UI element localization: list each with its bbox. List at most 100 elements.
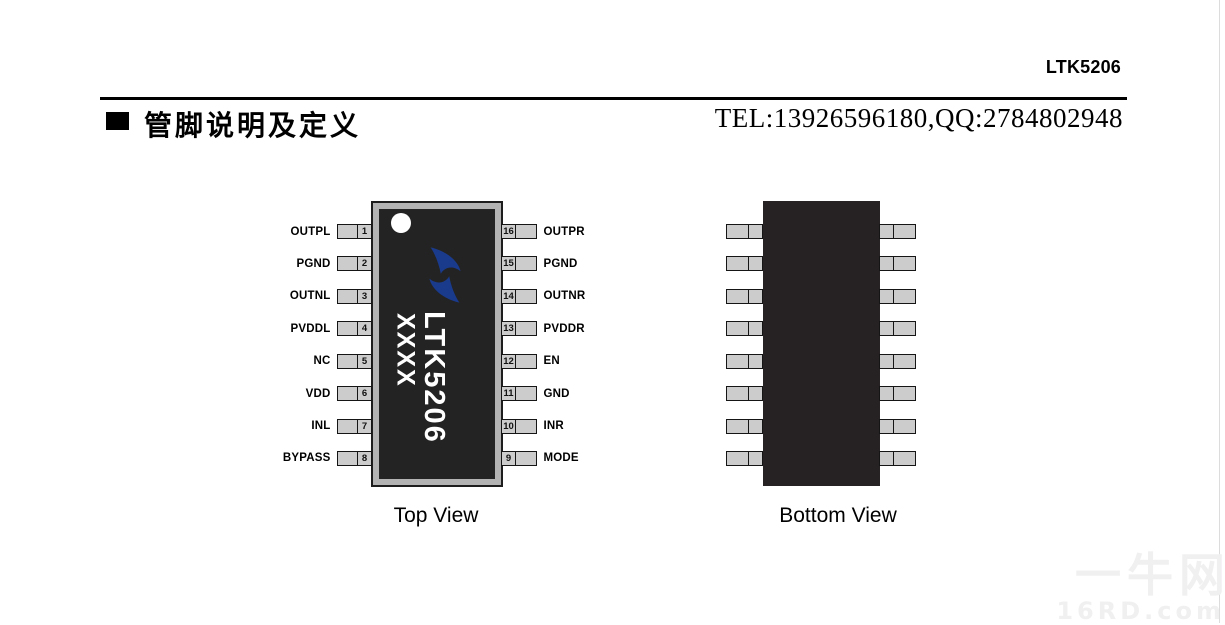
pin-pad — [747, 256, 763, 272]
pin-pad — [747, 353, 763, 369]
pin-row — [726, 224, 764, 239]
pin-row — [726, 450, 764, 466]
pin-pad — [747, 288, 763, 304]
pin-pad — [747, 386, 763, 402]
section-bullet-icon — [106, 112, 129, 130]
pin-label: OUTPL — [290, 225, 331, 238]
watermark: 一牛网 16RD.com — [1056, 552, 1225, 623]
pin-row: 13 PVDDR — [501, 321, 661, 337]
pin-label: PVDDR — [543, 322, 585, 335]
top-view-package: LTK5206 XXXX — [371, 201, 503, 487]
pin-lead — [726, 418, 749, 434]
pin-lead — [514, 353, 537, 369]
pin-lead — [892, 353, 916, 369]
pin-lead — [336, 321, 359, 337]
pin-label: VDD — [305, 387, 331, 400]
chip-marking: LTK5206 XXXX — [391, 311, 450, 444]
pin-number: 13 — [501, 321, 516, 337]
pin-lead — [514, 224, 537, 239]
pin-label: PVDDL — [290, 322, 331, 335]
pin-lead — [726, 256, 749, 272]
pin-lead — [726, 321, 749, 337]
pin-number: 4 — [357, 321, 372, 337]
pin-row — [726, 353, 764, 369]
pin-pad — [747, 224, 763, 239]
bottom-view-caption: Bottom View — [779, 504, 897, 527]
pin-lead — [336, 224, 359, 239]
chip-marking-lot-code: XXXX — [391, 313, 420, 388]
pin-number: 7 — [357, 418, 372, 434]
pin-label: OUTNL — [289, 290, 331, 303]
pin-row — [879, 418, 918, 434]
pin-number: 1 — [357, 224, 372, 239]
pin-pad — [747, 450, 763, 466]
pin-lead — [892, 288, 916, 304]
header-rule — [100, 97, 1127, 100]
pin-pad — [747, 418, 763, 434]
page-edge-line — [1219, 0, 1220, 623]
pin-number: 5 — [357, 353, 372, 369]
pin-lead — [514, 450, 537, 466]
brand-logo-icon — [429, 247, 461, 303]
pin-row — [726, 386, 764, 402]
pin-label: EN — [543, 355, 560, 368]
pin-label: OUTNR — [543, 290, 586, 303]
pin-lead — [336, 386, 359, 402]
pin-label: INL — [311, 420, 331, 433]
pin-label: PGND — [296, 257, 331, 270]
contact-info: TEL:13926596180,QQ:2784802948 — [714, 103, 1123, 133]
chip-body: LTK5206 XXXX — [379, 209, 495, 479]
pin-row — [879, 224, 918, 239]
pin1-indicator-dot — [391, 213, 411, 233]
chip-marking-part-number: LTK5206 — [417, 311, 450, 444]
pin-lead — [336, 418, 359, 434]
pin-lead — [726, 450, 749, 466]
pin-lead — [892, 386, 916, 402]
pin-number: 6 — [357, 386, 372, 402]
top-view-caption: Top View — [393, 504, 479, 527]
pin-number: 10 — [501, 418, 516, 434]
pin-label: GND — [543, 387, 570, 400]
bottom-view-package — [763, 201, 880, 486]
doc-title: LTK5206 — [1045, 57, 1121, 77]
pin-lead — [514, 418, 537, 434]
bottom-view-left-pins — [726, 224, 764, 466]
pin-lead — [892, 256, 916, 272]
pin-lead — [514, 321, 537, 337]
pin-row — [879, 288, 918, 304]
pin-number: 2 — [357, 256, 372, 272]
pin-lead — [514, 288, 537, 304]
pin-pad — [747, 321, 763, 337]
pin-lead — [892, 224, 916, 239]
pin-row: PGND 2 — [236, 256, 372, 272]
pin-lead — [892, 418, 916, 434]
pin-lead — [336, 288, 359, 304]
pin-row — [726, 256, 764, 272]
pin-label: INR — [543, 420, 564, 433]
pin-lead — [336, 256, 359, 272]
pin-lead — [726, 224, 749, 239]
pin-lead — [726, 353, 749, 369]
pin-lead — [514, 386, 537, 402]
section-title: 管脚说明及定义 — [144, 109, 362, 142]
bottom-view-right-pins — [879, 224, 918, 466]
pin-lead — [726, 386, 749, 402]
pin-lead — [892, 450, 916, 466]
pin-label: OUTPR — [543, 225, 585, 238]
pin-row — [879, 353, 918, 369]
pin-row: INL 7 — [236, 418, 372, 434]
pin-lead — [514, 256, 537, 272]
pin-row — [879, 321, 918, 337]
pin-number: 3 — [357, 288, 372, 304]
watermark-site-url: 16RD.com — [1056, 597, 1225, 625]
